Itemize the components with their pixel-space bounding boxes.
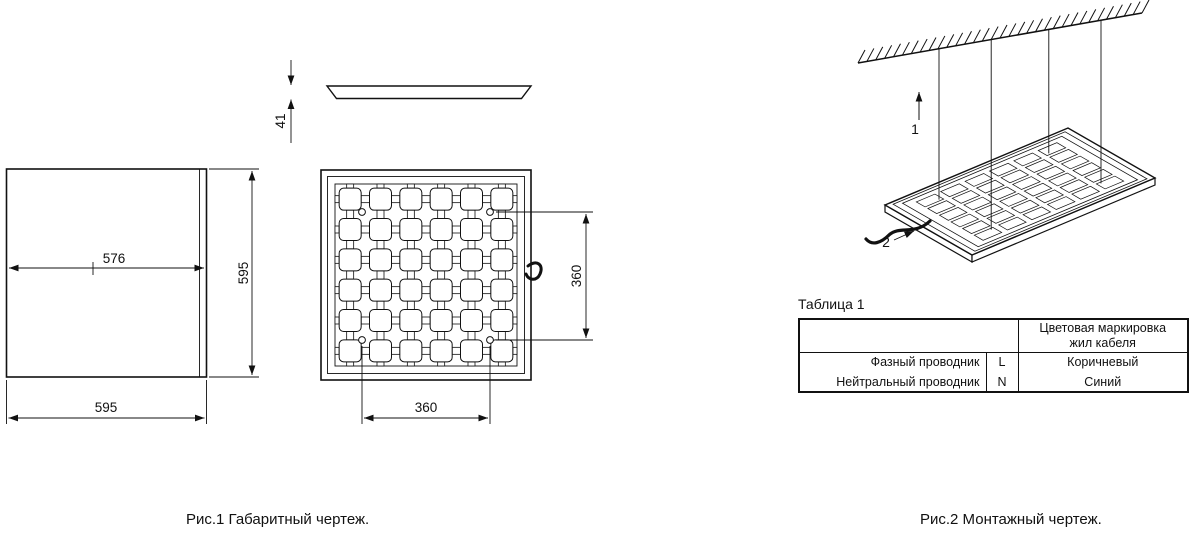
- front-view: 576 595 595: [5, 168, 259, 424]
- technical-drawing: 576 595 595 41 360: [5, 0, 1157, 424]
- power-cable-icon: [864, 219, 932, 245]
- dim-41-label: 41: [273, 113, 288, 128]
- table-row-neutral: Нейтральный проводник N Синий: [799, 372, 1188, 392]
- dim-595-bottom-label: 595: [95, 400, 118, 415]
- suspension-wires: [938, 20, 1102, 230]
- table1-header-marking: Цветовая маркировка жил кабеля: [1017, 319, 1188, 353]
- dim-360-vertical-label: 360: [569, 265, 584, 288]
- panel-profile-outline: [325, 85, 533, 100]
- callout-2-label: 2: [882, 234, 890, 250]
- fig1-caption: Рис.1 Габаритный чертеж.: [186, 511, 370, 528]
- table1-title: Таблица 1: [798, 296, 865, 312]
- cell-phase-code: L: [985, 352, 1018, 372]
- cable-clamp-icon: [524, 261, 543, 281]
- panel-back-frame-1: [327, 176, 525, 374]
- dim-595-right-label: 595: [236, 262, 251, 285]
- led-module-grid: [334, 183, 518, 367]
- panel-isometric: [883, 127, 1157, 264]
- side-profile-view: 41: [273, 60, 533, 143]
- table-row-phase: Фазный проводник L Коричневый: [799, 352, 1188, 372]
- cell-phase-color: Коричневый: [1017, 352, 1188, 372]
- callout-1-label: 1: [911, 121, 919, 137]
- table1-header-line1: Цветовая маркировка: [1039, 320, 1167, 335]
- cell-neutral-code: N: [985, 372, 1018, 392]
- back-view: 360 360: [320, 169, 593, 424]
- mounting-view: 1 2: [857, 0, 1157, 264]
- ceiling-hatch: [857, 0, 1150, 64]
- dim-576-label: 576: [103, 251, 126, 266]
- wiring-table: Цветовая маркировка жил кабеля Фазный пр…: [798, 318, 1189, 393]
- table1-header-empty: [799, 319, 1018, 353]
- cell-phase-name: Фазный проводник: [870, 355, 980, 370]
- mount-hole: [358, 208, 366, 216]
- table1-header-line2: жил кабеля: [1069, 335, 1136, 350]
- callout-2-leader: [893, 230, 915, 241]
- panel-front-outline: [5, 168, 208, 378]
- mount-hole: [486, 208, 494, 216]
- cell-neutral-color: Синий: [1017, 372, 1188, 392]
- cell-neutral-name: Нейтральный проводник: [836, 374, 980, 389]
- mount-hole: [486, 336, 494, 344]
- panel-back-frame-2: [334, 183, 518, 367]
- table1-section: Таблица 1 Цветовая маркировка жил кабеля…: [798, 296, 1189, 393]
- mount-hole: [358, 336, 366, 344]
- dim-360-horizontal-label: 360: [415, 400, 438, 415]
- fig2-caption: Рис.2 Монтажный чертеж.: [920, 511, 1102, 528]
